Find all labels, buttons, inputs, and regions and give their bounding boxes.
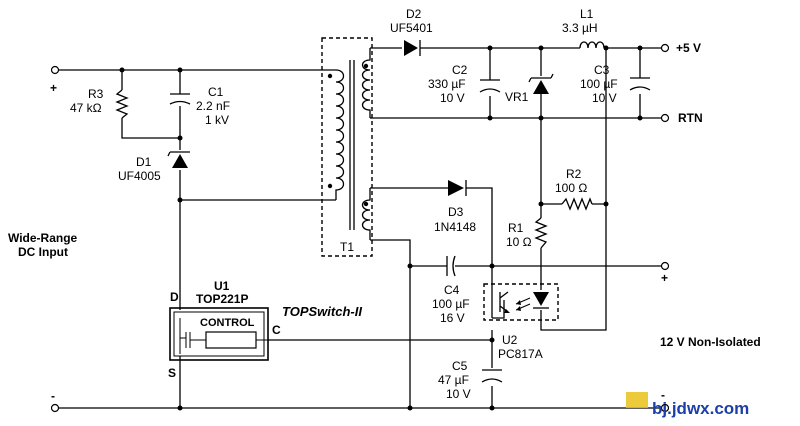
out12-minus-terminal bbox=[660, 403, 670, 413]
r1-value: 10 Ω bbox=[506, 235, 532, 249]
u1-pin-s: S bbox=[168, 366, 176, 380]
out12-minus-label: - bbox=[661, 388, 665, 402]
input-title-line2: DC Input bbox=[18, 245, 68, 259]
out12-plus-terminal bbox=[660, 261, 670, 271]
rtn-terminal bbox=[660, 113, 670, 123]
c4-value1: 100 µF bbox=[432, 297, 470, 311]
capacitor-c3: C3 100 µF 10 V bbox=[580, 63, 651, 105]
transformer-t1: T1 bbox=[321, 37, 373, 257]
diode-d3: D3 1N4148 bbox=[434, 180, 476, 234]
wires bbox=[58, 47, 641, 409]
resistor-r3: R3 47 kΩ bbox=[70, 87, 129, 119]
d2-ref: D2 bbox=[406, 7, 422, 21]
d3-value: 1N4148 bbox=[434, 220, 476, 234]
u1-ref: U1 bbox=[214, 279, 230, 293]
input-title-line1: Wide-Range bbox=[8, 231, 78, 245]
c3-value2: 10 V bbox=[592, 91, 617, 105]
diode-d2: D2 UF5401 bbox=[390, 7, 433, 56]
watermark-text: bj.jdwx.com bbox=[652, 399, 749, 418]
input-plus-label: + bbox=[50, 81, 57, 95]
c2-value2: 10 V bbox=[440, 91, 465, 105]
c5-value2: 10 V bbox=[446, 387, 471, 401]
input-minus-terminal bbox=[50, 403, 60, 413]
capacitor-c5: C5 47 µF 10 V bbox=[438, 359, 503, 401]
t1-ref: T1 bbox=[340, 240, 354, 254]
c1-ref: C1 bbox=[208, 85, 224, 99]
d2-value: UF5401 bbox=[390, 21, 433, 35]
l1-value: 3.3 µH bbox=[562, 21, 598, 35]
input-minus-label: - bbox=[51, 389, 55, 403]
u2-value: PC817A bbox=[498, 347, 543, 361]
resistor-r2: R2 100 Ω bbox=[555, 167, 593, 211]
r1-ref: R1 bbox=[508, 221, 524, 235]
capacitor-c4: C4 100 µF 16 V bbox=[432, 255, 470, 325]
c2-ref: C2 bbox=[452, 63, 468, 77]
capacitor-c2: C2 330 µF 10 V bbox=[428, 63, 501, 105]
out5-terminal bbox=[660, 43, 670, 53]
c3-value1: 100 µF bbox=[580, 77, 618, 91]
topswitch-label: TOPSwitch-II bbox=[282, 304, 362, 319]
c5-ref: C5 bbox=[452, 359, 468, 373]
u1-pin-c: C bbox=[272, 323, 281, 337]
c5-value1: 47 µF bbox=[438, 373, 469, 387]
l1-ref: L1 bbox=[580, 7, 594, 21]
ic-u1: U1 TOP221P CONTROL D S C bbox=[168, 279, 281, 380]
u2-ref: U2 bbox=[502, 333, 518, 347]
vr1-ref: VR1 bbox=[505, 90, 529, 104]
d3-ref: D3 bbox=[448, 205, 464, 219]
diode-d1: D1 UF4005 bbox=[118, 151, 190, 183]
zener-vr1: VR1 bbox=[505, 73, 554, 104]
watermark-logo: bj.jdwx.com bbox=[626, 392, 749, 418]
input-plus-terminal bbox=[50, 65, 60, 75]
u1-value: TOP221P bbox=[196, 292, 248, 306]
rtn-label: RTN bbox=[678, 111, 703, 125]
terminals bbox=[50, 43, 670, 413]
r2-value: 100 Ω bbox=[555, 181, 587, 195]
c2-value1: 330 µF bbox=[428, 77, 466, 91]
r3-value: 47 kΩ bbox=[70, 101, 102, 115]
optocoupler-u2: U2 PC817A bbox=[483, 283, 559, 361]
c4-value2: 16 V bbox=[440, 311, 465, 325]
out12-plus-label: + bbox=[661, 271, 668, 285]
u1-pin-d: D bbox=[170, 290, 179, 304]
c1-value1: 2.2 nF bbox=[196, 99, 230, 113]
r2-ref: R2 bbox=[566, 167, 582, 181]
c1-value2: 1 kV bbox=[205, 113, 229, 127]
d1-value: UF4005 bbox=[118, 169, 161, 183]
non-isolated-label: 12 V Non-Isolated bbox=[660, 335, 761, 349]
capacitor-c1: C1 2.2 nF 1 kV bbox=[169, 85, 230, 127]
out5-label: +5 V bbox=[676, 41, 701, 55]
junction-dots bbox=[119, 45, 643, 411]
c4-ref: C4 bbox=[444, 283, 460, 297]
r3-ref: R3 bbox=[88, 87, 104, 101]
c3-ref: C3 bbox=[594, 63, 610, 77]
d1-ref: D1 bbox=[136, 155, 152, 169]
inductor-l1: L1 3.3 µH bbox=[562, 7, 605, 49]
u1-control-label: CONTROL bbox=[200, 317, 255, 329]
resistor-r1: R1 10 Ω bbox=[506, 217, 548, 249]
